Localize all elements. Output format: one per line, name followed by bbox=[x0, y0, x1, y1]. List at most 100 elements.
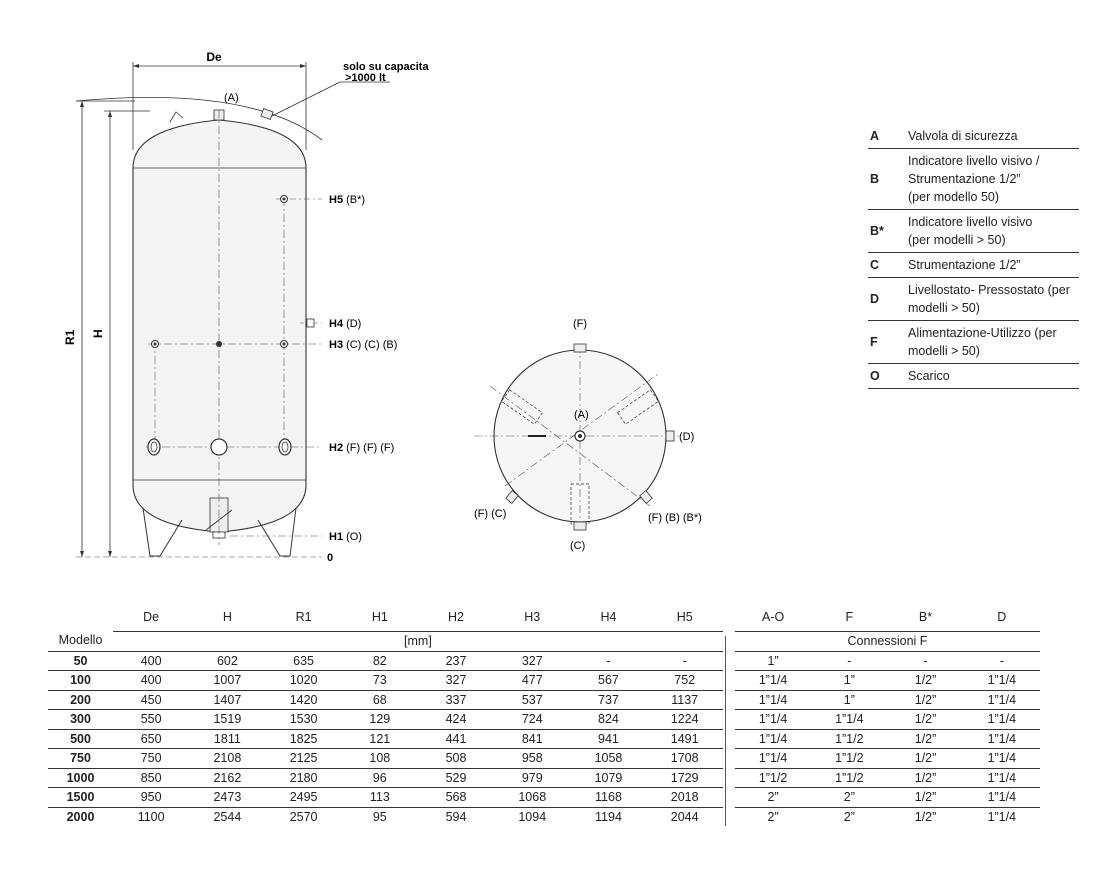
h2-suffix: (F) (F) (F) bbox=[346, 442, 394, 454]
dim-cell: 958 bbox=[494, 748, 571, 768]
legend-row: B*Indicatore livello visivo(per modelli … bbox=[868, 209, 1079, 253]
note-line1: solo su capacita bbox=[343, 61, 429, 73]
legend-key: B bbox=[868, 148, 908, 210]
h3-code: H3 bbox=[329, 339, 343, 351]
conn-cell: - bbox=[811, 650, 888, 671]
dim-cell: 73 bbox=[341, 670, 418, 690]
legend-text-line: Livellostato- Pressostato (per bbox=[908, 283, 1070, 297]
legend-text: Strumentazione 1/2” bbox=[908, 252, 1079, 278]
dim-cell: 2162 bbox=[189, 767, 266, 788]
dim-cell: 400 bbox=[113, 650, 190, 671]
conn-cell: 1/2” bbox=[887, 767, 964, 788]
dim-cell: 113 bbox=[341, 787, 418, 807]
legend-text-line: Alimentazione-Utilizzo (per bbox=[908, 326, 1057, 340]
legend-text: Valvola di sicurezza bbox=[908, 124, 1079, 149]
tank-top-view: (F) (A) (D) (F) (C) (F) (B) (B*) (C) bbox=[474, 318, 702, 552]
dim-cell: 121 bbox=[341, 728, 418, 749]
dim-cell: 337 bbox=[417, 689, 495, 710]
dim-cell: 1708 bbox=[646, 748, 723, 768]
legend-text-line: Valvola di sicurezza bbox=[908, 129, 1018, 143]
dim-header: R1 bbox=[295, 610, 312, 624]
dim-cell: 2495 bbox=[265, 787, 342, 807]
top-label-f: (F) bbox=[573, 318, 587, 330]
label-a-side: (A) bbox=[224, 92, 239, 104]
dim-cell: 737 bbox=[570, 689, 647, 710]
conn-cell: 1/2” bbox=[887, 689, 964, 710]
dim-cell: 68 bbox=[341, 689, 418, 710]
legend-text-line: modelli > 50) bbox=[908, 344, 980, 358]
top-label-d: (D) bbox=[679, 431, 694, 443]
conn-cell: 1/2” bbox=[887, 728, 964, 749]
legend-text: Livellostato- Pressostato (per modelli > … bbox=[908, 277, 1079, 321]
model-cell: 300 bbox=[48, 709, 114, 729]
dim-cell: 1137 bbox=[646, 689, 723, 710]
dim-cell: 1194 bbox=[570, 806, 647, 826]
dim-cell: 96 bbox=[341, 767, 418, 788]
conn-cell: 1” bbox=[734, 650, 812, 671]
dim-cell: 327 bbox=[417, 670, 495, 690]
conn-cell: 1”1/4 bbox=[963, 787, 1040, 807]
dim-header: H3 bbox=[524, 610, 541, 624]
legend-text-line: Strumentazione 1/2” bbox=[908, 172, 1021, 186]
conn-cell: 2” bbox=[811, 787, 888, 807]
legend-text-line: Indicatore livello visivo / bbox=[908, 154, 1040, 168]
conn-cell: 1/2” bbox=[887, 709, 964, 729]
conn-header: A-O bbox=[761, 610, 785, 624]
conn-cell: 2” bbox=[734, 806, 812, 826]
dim-cell: 1094 bbox=[494, 806, 571, 826]
dim-cell: 129 bbox=[341, 709, 418, 729]
h1-suffix: (O) bbox=[346, 531, 362, 543]
dim-cell: 2473 bbox=[189, 787, 266, 807]
dim-cell: 108 bbox=[341, 748, 418, 768]
dim-header: H1 bbox=[371, 610, 388, 624]
conn-cell: - bbox=[963, 650, 1040, 671]
dim-cell: 508 bbox=[417, 748, 495, 768]
dim-header: H bbox=[222, 610, 232, 624]
conn-cell: 1/2” bbox=[887, 670, 964, 690]
conn-cell: 1” bbox=[811, 689, 888, 710]
conn-cell: - bbox=[887, 650, 964, 671]
dim-cell: 2570 bbox=[265, 806, 342, 826]
dim-cell: 1530 bbox=[265, 709, 342, 729]
conn-cell: 1”1/4 bbox=[734, 728, 812, 749]
top-label-a: (A) bbox=[574, 409, 589, 421]
dim-cell: 841 bbox=[494, 728, 571, 749]
dim-cell: 1407 bbox=[189, 689, 266, 710]
conn-cell: 1”1/2 bbox=[734, 767, 812, 788]
model-cell: 750 bbox=[48, 748, 114, 768]
legend-key: F bbox=[868, 320, 908, 364]
dim-cell: 2544 bbox=[189, 806, 266, 826]
conn-cell: 2” bbox=[734, 787, 812, 807]
legend-text: Indicatore livello visivo / Strumentazion… bbox=[908, 148, 1079, 210]
table-separator bbox=[725, 636, 726, 826]
legend-text-line: (per modelli > 50) bbox=[908, 233, 1006, 247]
conn-cell: 1”1/4 bbox=[734, 670, 812, 690]
dim-cell: 2125 bbox=[265, 748, 342, 768]
legend-text: Alimentazione-Utilizzo (per modelli > 50) bbox=[908, 320, 1079, 364]
model-cell: 200 bbox=[48, 689, 114, 710]
legend-text-line: Strumentazione 1/2” bbox=[908, 258, 1021, 272]
legend-text: Indicatore livello visivo(per modelli > … bbox=[908, 209, 1079, 253]
dim-cell: 724 bbox=[494, 709, 571, 729]
svg-text:H3(C) (C) (B): H3(C) (C) (B) bbox=[329, 339, 397, 351]
legend-text-line: modelli > 50) bbox=[908, 301, 980, 315]
dim-cell: 850 bbox=[113, 767, 190, 788]
h4-code: H4 bbox=[329, 318, 344, 330]
conn-cell: 1”1/4 bbox=[963, 689, 1040, 710]
legend-key: B* bbox=[868, 209, 908, 253]
dim-header: De bbox=[143, 610, 160, 624]
h4-suffix: (D) bbox=[346, 318, 361, 330]
conn-header: F bbox=[845, 610, 854, 624]
dim-cell: 424 bbox=[417, 709, 495, 729]
dim-cell: 400 bbox=[113, 670, 190, 690]
dim-cell: 1068 bbox=[494, 787, 571, 807]
dim-cell: 1058 bbox=[570, 748, 647, 768]
dim-cell: 550 bbox=[113, 709, 190, 729]
dim-cell: 1168 bbox=[570, 787, 647, 807]
